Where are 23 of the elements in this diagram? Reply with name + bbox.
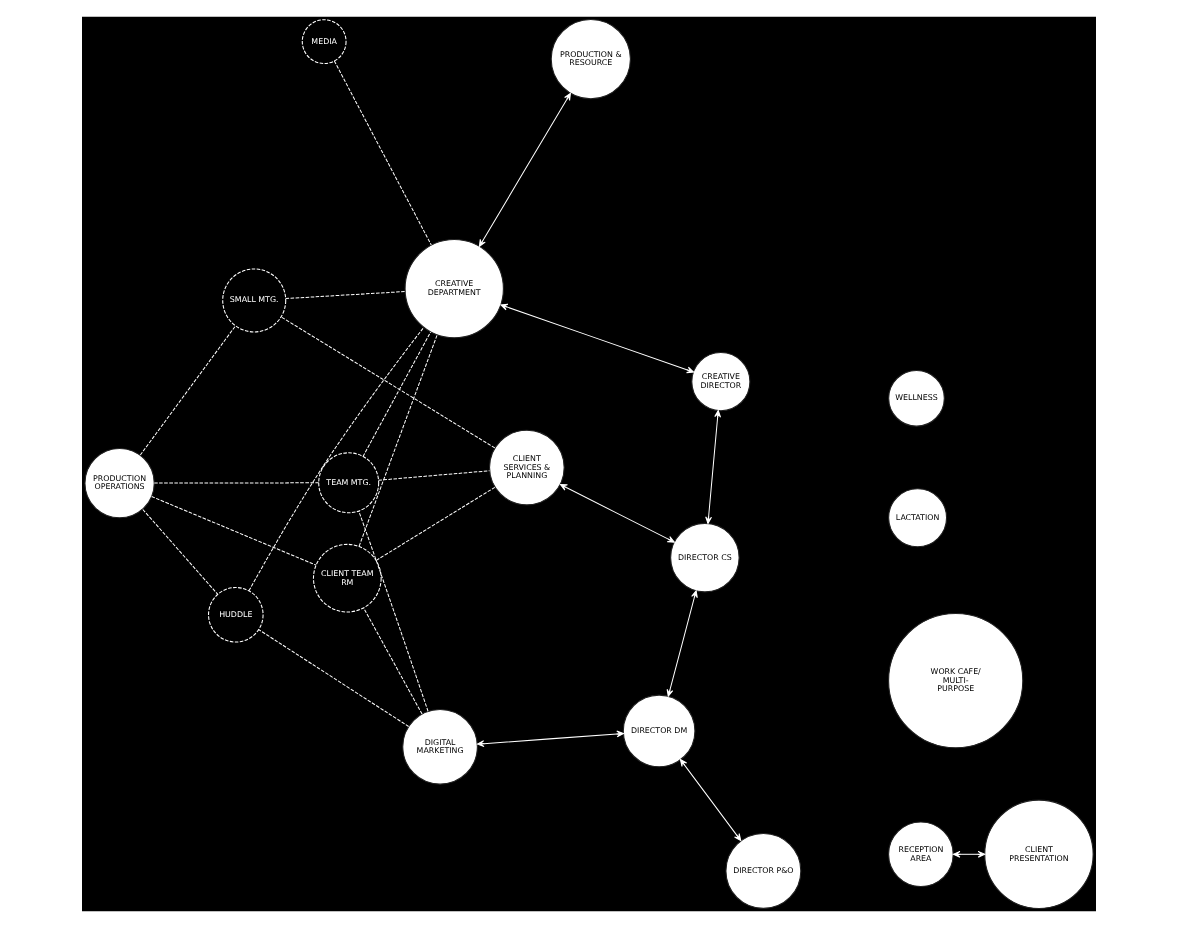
arrow [476, 730, 624, 748]
arrow [952, 850, 986, 858]
arrow [666, 590, 698, 697]
connector [139, 325, 236, 456]
connector [362, 331, 432, 457]
connector [358, 510, 429, 712]
arrow [679, 759, 742, 842]
connector [375, 486, 496, 561]
arrow [478, 92, 571, 247]
arrow [500, 303, 695, 374]
connector [363, 607, 423, 715]
connector [153, 482, 320, 484]
connector [378, 470, 490, 481]
connector [285, 291, 406, 300]
connector [333, 60, 432, 246]
connector [358, 334, 438, 547]
connector [142, 509, 219, 595]
connector [280, 316, 496, 449]
connector [151, 496, 317, 566]
arrow [705, 409, 722, 524]
arrow [559, 484, 675, 543]
connector [248, 327, 425, 592]
connector [258, 629, 410, 727]
